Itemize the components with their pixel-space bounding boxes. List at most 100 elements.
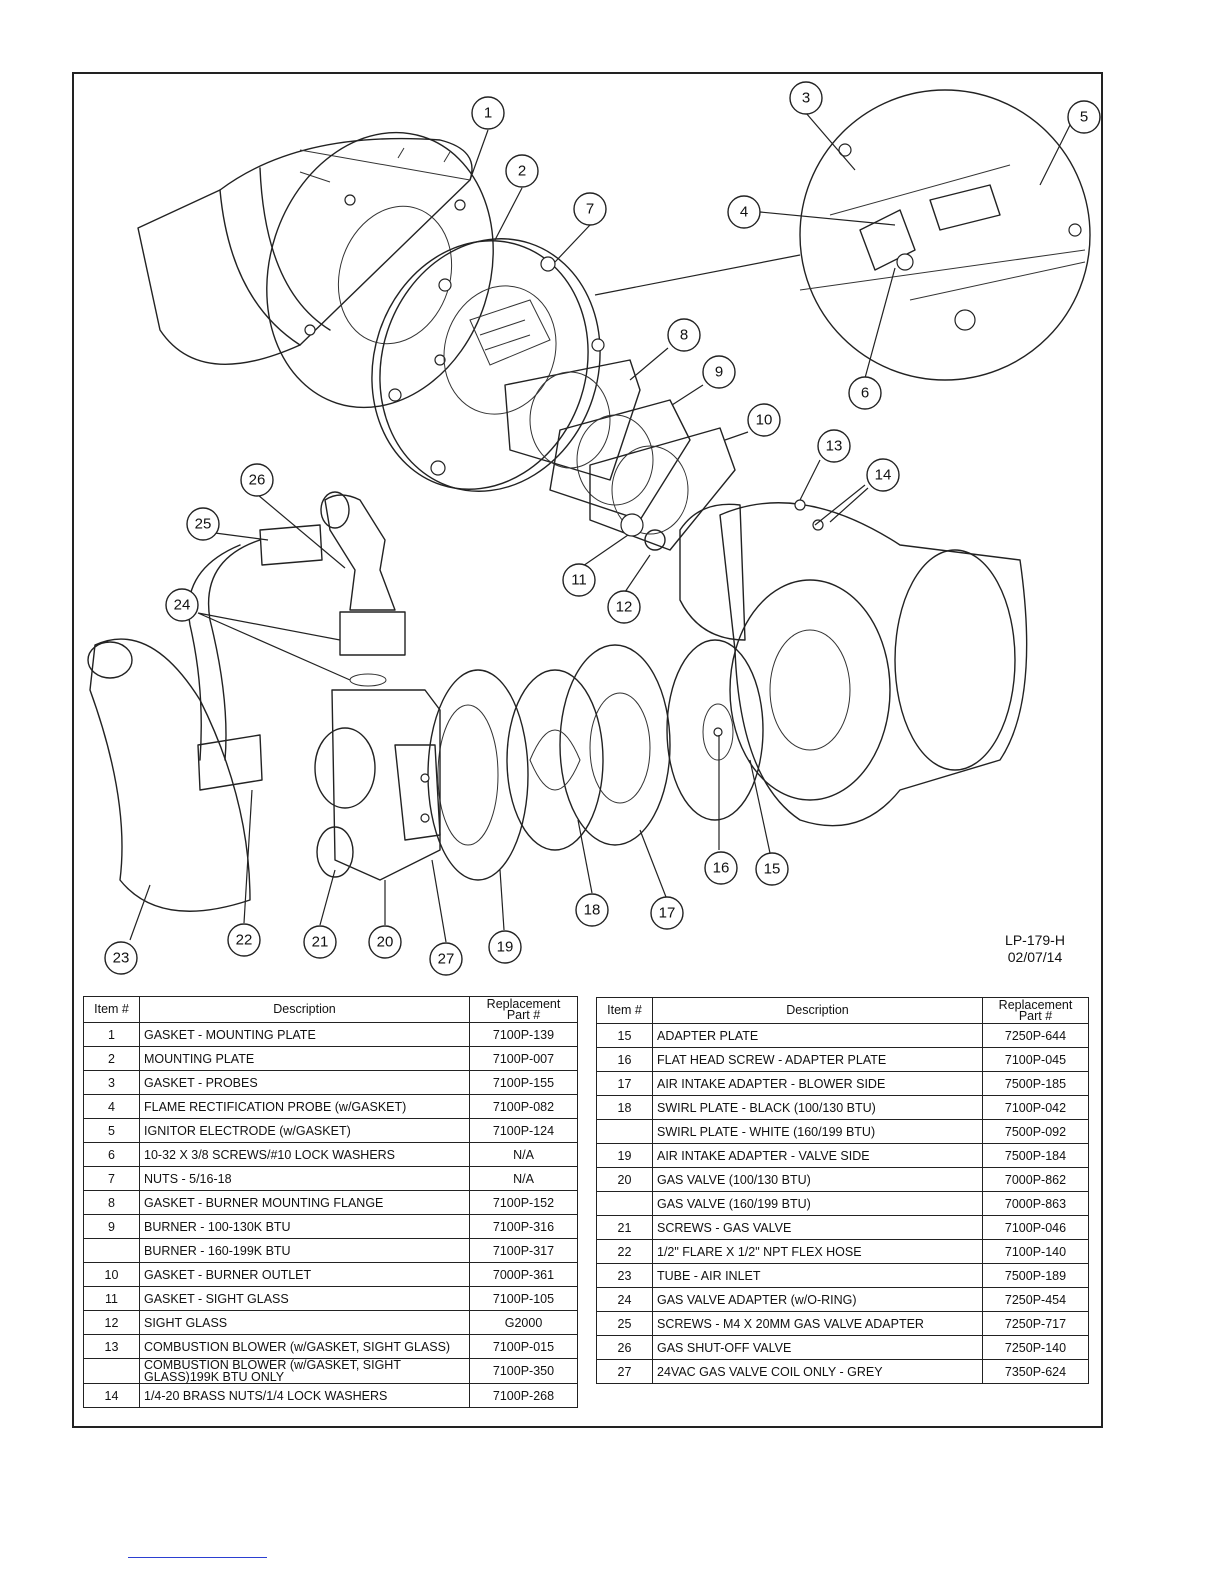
- part-description: NUTS - 5/16-18: [139, 1166, 470, 1191]
- drawing-border: [72, 72, 1103, 1428]
- callout-balloon: 1: [471, 96, 505, 130]
- callout-balloon: 11: [562, 563, 596, 597]
- burner-gaskets: [504, 359, 736, 551]
- callout-balloon: 18: [575, 893, 609, 927]
- part-header-line2: Part #: [1018, 1008, 1053, 1023]
- callout-balloon: 25: [186, 507, 220, 541]
- item-column-header: Item #: [83, 996, 140, 1023]
- part-number: 7250P-454: [982, 1287, 1089, 1312]
- part-description: 1/2" FLARE X 1/2" NPT FLEX HOSE: [652, 1239, 983, 1264]
- item-number: 25: [596, 1311, 653, 1336]
- part-number: 7500P-189: [982, 1263, 1089, 1288]
- part-description: COMBUSTION BLOWER (w/GASKET, SIGHT GLASS…: [139, 1358, 470, 1384]
- callout-number: 24: [174, 597, 191, 614]
- callout-number: 14: [875, 467, 892, 484]
- part-number: 7100P-046: [982, 1215, 1089, 1240]
- drawing-number: LP-179-H: [1005, 932, 1065, 948]
- exploded-parts-diagram: 1 2 3 4 5 6 7 8 9 10 11 12 13 14 15 16 1…: [74, 74, 1101, 986]
- part-number: 7250P-644: [982, 1023, 1089, 1048]
- callout-number: 18: [584, 902, 601, 919]
- part-description: 24VAC GAS VALVE COIL ONLY - GREY: [652, 1359, 983, 1384]
- callout-number: 6: [861, 385, 869, 402]
- item-number: 13: [83, 1334, 140, 1359]
- part-number: 7100P-124: [469, 1118, 578, 1143]
- item-number: 20: [596, 1167, 653, 1192]
- part-description: GASKET - MOUNTING PLATE: [139, 1022, 470, 1047]
- item-number: 26: [596, 1335, 653, 1360]
- item-number: 3: [83, 1070, 140, 1095]
- part-description: 1/4-20 BRASS NUTS/1/4 LOCK WASHERS: [139, 1383, 470, 1408]
- gas-valve: [314, 689, 441, 881]
- callout-number: 1: [484, 105, 492, 122]
- part-number: N/A: [469, 1142, 578, 1167]
- part-description: GAS VALVE (160/199 BTU): [652, 1191, 983, 1216]
- item-number: 27: [596, 1359, 653, 1384]
- callout-number: 21: [312, 934, 329, 951]
- part-description: AIR INTAKE ADAPTER - VALVE SIDE: [652, 1143, 983, 1168]
- combustion-blower: [679, 499, 1028, 827]
- gas-supply-parts: [87, 491, 406, 912]
- part-description: GASKET - SIGHT GLASS: [139, 1286, 470, 1311]
- item-number: [83, 1238, 140, 1263]
- callout-number: 20: [377, 934, 394, 951]
- part-number: 7100P-045: [982, 1047, 1089, 1072]
- callout-balloon: 3: [789, 81, 823, 115]
- part-number: 7100P-082: [469, 1094, 578, 1119]
- part-number: 7000P-862: [982, 1167, 1089, 1192]
- callout-balloon: 27: [429, 942, 463, 976]
- probe-detail-inset: [799, 89, 1091, 381]
- part-number: 7100P-317: [469, 1238, 578, 1263]
- description-column-header: Description: [139, 996, 470, 1023]
- part-number: 7100P-042: [982, 1095, 1089, 1120]
- part-number: 7500P-092: [982, 1119, 1089, 1144]
- item-number: 14: [83, 1383, 140, 1408]
- callout-balloon: 13: [817, 429, 851, 463]
- item-number: 10: [83, 1262, 140, 1287]
- part-description: SWIRL PLATE - BLACK (100/130 BTU): [652, 1095, 983, 1120]
- part-description: SCREWS - M4 X 20MM GAS VALVE ADAPTER: [652, 1311, 983, 1336]
- callout-balloon: 6: [848, 376, 882, 410]
- callout-number: 3: [802, 90, 810, 107]
- callout-number: 5: [1080, 109, 1088, 126]
- item-number: 8: [83, 1190, 140, 1215]
- part-number: G2000: [469, 1310, 578, 1335]
- part-number: 7250P-717: [982, 1311, 1089, 1336]
- callout-balloon: 16: [704, 851, 738, 885]
- swirl-plate: [506, 669, 604, 851]
- callout-balloon: 5: [1067, 100, 1101, 134]
- callout-number: 27: [438, 951, 455, 968]
- callout-balloon: 24: [165, 588, 199, 622]
- callout-number: 2: [518, 163, 526, 180]
- table-row: GAS VALVE (160/199 BTU)7000P-863: [596, 1191, 1089, 1216]
- callout-number: 17: [659, 905, 676, 922]
- callout-number: 7: [586, 201, 594, 218]
- footer-link-underline: [128, 1557, 267, 1558]
- callout-balloon: 22: [227, 923, 261, 957]
- callout-number: 23: [113, 950, 130, 967]
- air-intake-valve-side: [427, 669, 529, 881]
- callout-balloon: 15: [755, 852, 789, 886]
- part-description: SCREWS - GAS VALVE: [652, 1215, 983, 1240]
- part-header-line1: Replacement: [486, 996, 561, 1011]
- item-number: 22: [596, 1239, 653, 1264]
- callout-number: 26: [249, 472, 266, 489]
- part-description: FLAME RECTIFICATION PROBE (w/GASKET): [139, 1094, 470, 1119]
- callout-number: 11: [571, 572, 587, 589]
